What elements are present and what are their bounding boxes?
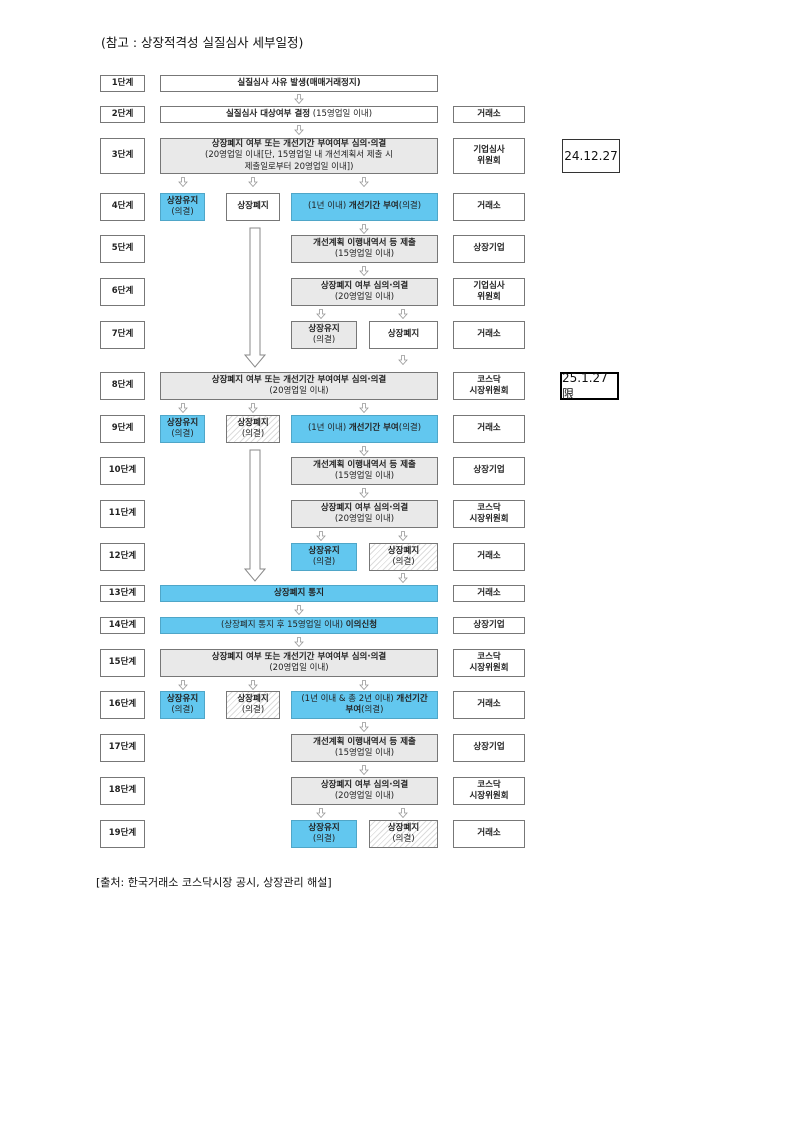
down-arrow-icon	[398, 309, 408, 319]
stage-label: 12단계	[100, 543, 145, 571]
stage-label: 4단계	[100, 193, 145, 221]
org-label: 거래소	[453, 415, 525, 443]
outcome-box: 상장유지(의결)	[160, 193, 205, 221]
down-arrow-icon	[178, 177, 188, 187]
down-arrow-icon	[359, 177, 369, 187]
stage-label: 2단계	[100, 106, 145, 123]
process-box: 실질심사 사유 발생(매매거래정지)	[160, 75, 438, 92]
stage-label: 9단계	[100, 415, 145, 443]
down-arrow-icon	[294, 125, 304, 135]
process-box: 상장폐지 여부 심의·의결(20영업일 이내)	[291, 278, 438, 306]
down-arrow-icon	[398, 355, 408, 365]
outcome-box: 상장폐지(의결)	[226, 415, 280, 443]
down-arrow-icon	[398, 573, 408, 583]
outcome-box: (1년 이내) 개선기간 부여(의결)	[291, 415, 438, 443]
outcome-box: 상장폐지	[369, 321, 438, 349]
org-label: 거래소	[453, 585, 525, 602]
outcome-box: 상장폐지	[226, 193, 280, 221]
org-label: 거래소	[453, 691, 525, 719]
stage-label: 3단계	[100, 138, 145, 174]
stage-label: 17단계	[100, 734, 145, 762]
org-label: 거래소	[453, 820, 525, 848]
process-box: 상장폐지 여부 심의·의결(20영업일 이내)	[291, 777, 438, 805]
stage-label: 6단계	[100, 278, 145, 306]
down-arrow-icon	[248, 177, 258, 187]
page-title: (참고 : 상장적격성 실질심사 세부일정)	[101, 35, 304, 50]
process-box: 상장폐지 통지	[160, 585, 438, 602]
down-arrow-icon	[294, 605, 304, 615]
outcome-box: 상장유지(의결)	[291, 543, 357, 571]
process-box: 실질심사 대상여부 결정 (15영업일 이내)	[160, 106, 438, 123]
stage-label: 14단계	[100, 617, 145, 634]
down-arrow-icon	[294, 94, 304, 104]
down-arrow-icon	[359, 266, 369, 276]
source-caption: [출처: 한국거래소 코스닥시장 공시, 상장관리 해설]	[96, 876, 332, 889]
process-box: (상장폐지 통지 후 15영업일 이내) 이의신청	[160, 617, 438, 634]
outcome-box: (1년 이내 & 총 2년 이내) 개선기간 부여(의결)	[291, 691, 438, 719]
down-arrow-icon	[359, 446, 369, 456]
org-label: 상장기업	[453, 235, 525, 263]
down-arrow-icon	[359, 722, 369, 732]
stage-label: 8단계	[100, 372, 145, 400]
process-box: 상장폐지 여부 또는 개선기간 부여여부 심의·의결(20영업일 이내)	[160, 372, 438, 400]
org-label: 상장기업	[453, 457, 525, 485]
down-arrow-icon	[359, 403, 369, 413]
down-arrow-icon	[178, 403, 188, 413]
process-box: 상장폐지 여부 또는 개선기간 부여여부 심의·의결(20영업일 이내)	[160, 649, 438, 677]
down-arrow-icon	[359, 680, 369, 690]
stage-label: 11단계	[100, 500, 145, 528]
stage-label: 18단계	[100, 777, 145, 805]
process-box: 상장폐지 여부 또는 개선기간 부여여부 심의·의결 (20영업일 이내[단, …	[160, 138, 438, 174]
flow-arrow-icon	[243, 227, 267, 368]
down-arrow-icon	[316, 808, 326, 818]
stage-label: 16단계	[100, 691, 145, 719]
process-box: 상장폐지 여부 심의·의결(20영업일 이내)	[291, 500, 438, 528]
date-annotation: 24.12.27	[562, 139, 620, 173]
outcome-box: 상장유지(의결)	[160, 691, 205, 719]
org-label: 상장기업	[453, 617, 525, 634]
down-arrow-icon	[398, 531, 408, 541]
down-arrow-icon	[359, 488, 369, 498]
outcome-box: 상장유지(의결)	[291, 321, 357, 349]
down-arrow-icon	[359, 765, 369, 775]
outcome-box: 상장폐지(의결)	[369, 820, 438, 848]
stage-label: 13단계	[100, 585, 145, 602]
process-box: 개선계획 이행내역서 등 제출(15영업일 이내)	[291, 734, 438, 762]
org-label: 거래소	[453, 106, 525, 123]
org-label: 거래소	[453, 193, 525, 221]
down-arrow-icon	[248, 403, 258, 413]
org-label: 거래소	[453, 543, 525, 571]
flow-arrow-icon	[243, 449, 267, 582]
org-label: 상장기업	[453, 734, 525, 762]
down-arrow-icon	[316, 531, 326, 541]
org-label: 거래소	[453, 321, 525, 349]
down-arrow-icon	[359, 224, 369, 234]
stage-label: 5단계	[100, 235, 145, 263]
down-arrow-icon	[398, 808, 408, 818]
stage-label: 7단계	[100, 321, 145, 349]
process-box: 개선계획 이행내역서 등 제출(15영업일 이내)	[291, 235, 438, 263]
date-annotation: 25.1.27限	[560, 371, 619, 401]
down-arrow-icon	[248, 680, 258, 690]
stage-label: 10단계	[100, 457, 145, 485]
stage-label: 1단계	[100, 75, 145, 92]
outcome-box: 상장폐지(의결)	[226, 691, 280, 719]
outcome-box: 상장폐지(의결)	[369, 543, 438, 571]
process-box: 개선계획 이행내역서 등 제출(15영업일 이내)	[291, 457, 438, 485]
stage-label: 19단계	[100, 820, 145, 848]
outcome-box: 상장유지(의결)	[160, 415, 205, 443]
down-arrow-icon	[294, 637, 304, 647]
outcome-box: (1년 이내) 개선기간 부여(의결)	[291, 193, 438, 221]
outcome-box: 상장유지(의결)	[291, 820, 357, 848]
stage-label: 15단계	[100, 649, 145, 677]
down-arrow-icon	[178, 680, 188, 690]
down-arrow-icon	[316, 309, 326, 319]
